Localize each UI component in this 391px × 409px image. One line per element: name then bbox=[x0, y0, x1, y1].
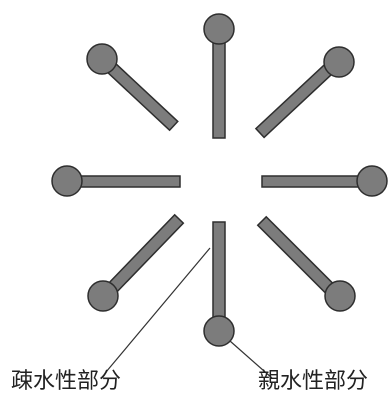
surfactant-molecule-top-left bbox=[87, 44, 178, 130]
hydrophilic-head bbox=[204, 14, 234, 44]
hydrophobic-tail bbox=[213, 222, 225, 330]
surfactant-molecule-left bbox=[52, 166, 180, 196]
hydrophilic-head bbox=[325, 281, 355, 311]
hydrophobic-tail bbox=[213, 30, 225, 138]
hydrophobic-tail bbox=[70, 176, 180, 187]
hydrophilic-part-label: 親水性部分 bbox=[258, 368, 368, 396]
hydrophobic-part-label: 疎水性部分 bbox=[11, 368, 121, 396]
hydrophilic-head bbox=[357, 166, 387, 196]
hydrophilic-head bbox=[52, 166, 82, 196]
surfactant-molecule-bottom-right bbox=[258, 217, 355, 311]
hydrophilic-head bbox=[87, 44, 117, 74]
hydrophilic-head bbox=[88, 281, 118, 311]
surfactant-molecule-top-right bbox=[256, 47, 354, 137]
surfactant-molecule-bottom bbox=[204, 222, 234, 346]
hydrophobic-tail bbox=[262, 176, 370, 187]
surfactant-molecule-top bbox=[204, 14, 234, 138]
hydrophilic-head bbox=[204, 316, 234, 346]
surfactant-molecule-right bbox=[262, 166, 387, 196]
hydrophobic-leader-line bbox=[106, 248, 210, 372]
hydrophilic-head bbox=[324, 47, 354, 77]
